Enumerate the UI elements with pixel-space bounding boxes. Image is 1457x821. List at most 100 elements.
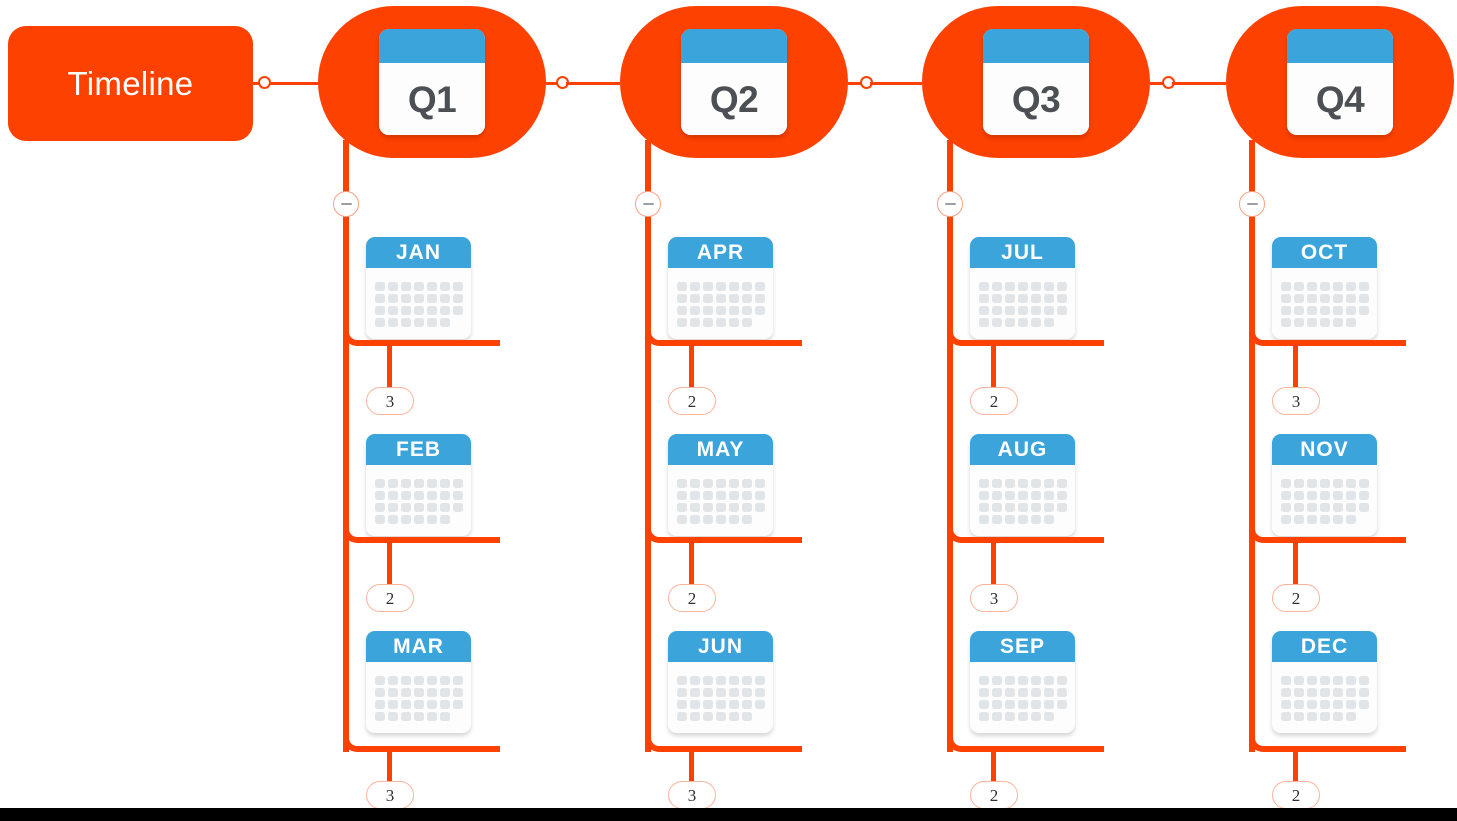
count-badge-value: 2	[989, 785, 999, 805]
calendar-icon-q4: Q4	[1287, 29, 1393, 135]
branch-stub-may	[689, 541, 694, 589]
bottom-bar	[0, 808, 1457, 821]
month-node-may[interactable]: MAY	[668, 434, 773, 536]
calendar-icon-mar: MAR	[366, 631, 471, 733]
branch-stub-jun	[689, 750, 694, 782]
branch-bar-dec	[1269, 746, 1406, 752]
spine-segment-q3-q4-b	[1172, 82, 1226, 85]
month-node-feb[interactable]: FEB	[366, 434, 471, 536]
count-badge-jan[interactable]: 3	[366, 387, 414, 415]
branch-bar-oct	[1269, 340, 1406, 346]
calendar-icon-header: JUL	[970, 237, 1075, 268]
month-node-aug[interactable]: AUG	[970, 434, 1075, 536]
count-badge-value: 3	[385, 785, 395, 805]
month-node-sep[interactable]: SEP	[970, 631, 1075, 733]
month-node-apr[interactable]: APR	[668, 237, 773, 339]
month-label: DEC	[1300, 635, 1349, 658]
quarter-node-q4[interactable]: Q4	[1226, 6, 1454, 158]
calendar-icon-daygrid	[978, 280, 1067, 327]
count-badge-apr[interactable]: 2	[668, 387, 716, 415]
month-node-dec[interactable]: DEC	[1272, 631, 1377, 733]
calendar-icon-daygrid	[676, 280, 765, 327]
collapse-toggle-q3[interactable]	[937, 191, 963, 217]
calendar-icon-daygrid	[978, 477, 1067, 524]
calendar-icon-jun: JUN	[668, 631, 773, 733]
count-badge-may[interactable]: 2	[668, 584, 716, 612]
collapse-toggle-q2[interactable]	[635, 191, 661, 217]
branch-bar-jan	[363, 340, 500, 346]
month-label: NOV	[1300, 438, 1349, 461]
root-node-timeline[interactable]: Timeline	[8, 26, 253, 141]
branch-spine-q4	[1249, 140, 1255, 752]
month-node-jul[interactable]: JUL	[970, 237, 1075, 339]
count-badge-jun[interactable]: 3	[668, 781, 716, 809]
count-badge-aug[interactable]: 3	[970, 584, 1018, 612]
month-node-nov[interactable]: NOV	[1272, 434, 1377, 536]
branch-elbow-may	[645, 521, 667, 543]
branch-spine-q3	[947, 140, 953, 752]
count-badge-value: 3	[989, 588, 999, 608]
calendar-icon-header	[983, 29, 1089, 63]
count-badge-feb[interactable]: 2	[366, 584, 414, 612]
count-badge-mar[interactable]: 3	[366, 781, 414, 809]
branch-bar-aug	[967, 537, 1104, 543]
calendar-icon-body	[366, 268, 471, 339]
calendar-icon-daygrid	[1280, 280, 1369, 327]
branch-stub-dec	[1293, 750, 1298, 782]
calendar-icon-daygrid	[676, 674, 765, 721]
calendar-icon-may: MAY	[668, 434, 773, 536]
calendar-icon-header: MAY	[668, 434, 773, 465]
count-badge-dec[interactable]: 2	[1272, 781, 1320, 809]
branch-elbow-dec	[1249, 730, 1271, 752]
count-badge-oct[interactable]: 3	[1272, 387, 1320, 415]
collapse-toggle-q4[interactable]	[1239, 191, 1265, 217]
calendar-icon-body: Q1	[379, 63, 485, 135]
calendar-icon-nov: NOV	[1272, 434, 1377, 536]
branch-bar-mar	[363, 746, 500, 752]
branch-stub-sep	[991, 750, 996, 782]
quarter-node-q2[interactable]: Q2	[620, 6, 848, 158]
spine-segment-q2-q3	[848, 82, 866, 85]
calendar-icon-body: Q2	[681, 63, 787, 135]
collapse-toggle-q1[interactable]	[333, 191, 359, 217]
calendar-icon-feb: FEB	[366, 434, 471, 536]
calendar-icon-daygrid	[1280, 477, 1369, 524]
month-node-jan[interactable]: JAN	[366, 237, 471, 339]
count-badge-value: 2	[687, 391, 697, 411]
month-node-jun[interactable]: JUN	[668, 631, 773, 733]
calendar-icon-body: Q3	[983, 63, 1089, 135]
branch-spine-q2	[645, 140, 651, 752]
quarter-node-q1[interactable]: Q1	[318, 6, 546, 158]
calendar-icon-oct: OCT	[1272, 237, 1377, 339]
branch-elbow-mar	[343, 730, 365, 752]
count-badge-value: 3	[687, 785, 697, 805]
count-badge-nov[interactable]: 2	[1272, 584, 1320, 612]
branch-bar-jul	[967, 340, 1104, 346]
month-label: JUN	[697, 635, 743, 658]
count-badge-value: 2	[1291, 785, 1301, 805]
month-node-mar[interactable]: MAR	[366, 631, 471, 733]
calendar-icon-daygrid	[374, 280, 463, 327]
calendar-icon-sep: SEP	[970, 631, 1075, 733]
branch-elbow-feb	[343, 521, 365, 543]
count-badge-jul[interactable]: 2	[970, 387, 1018, 415]
count-badge-sep[interactable]: 2	[970, 781, 1018, 809]
quarter-node-q3[interactable]: Q3	[922, 6, 1150, 158]
branch-bar-may	[665, 537, 802, 543]
branch-elbow-aug	[947, 521, 969, 543]
quarter-node-label: Q1	[407, 78, 457, 120]
calendar-icon-daygrid	[374, 674, 463, 721]
month-label: MAR	[393, 635, 444, 658]
spine-segment-root-q1-b	[270, 82, 320, 85]
calendar-icon-body	[970, 268, 1075, 339]
month-label: AUG	[997, 438, 1048, 461]
calendar-icon-body	[668, 268, 773, 339]
quarter-node-label: Q2	[709, 78, 759, 120]
branch-bar-jun	[665, 746, 802, 752]
month-node-oct[interactable]: OCT	[1272, 237, 1377, 339]
calendar-icon-daygrid	[374, 477, 463, 524]
calendar-icon-dec: DEC	[1272, 631, 1377, 733]
root-node-label: Timeline	[67, 65, 194, 102]
calendar-icon-q2: Q2	[681, 29, 787, 135]
calendar-icon-apr: APR	[668, 237, 773, 339]
